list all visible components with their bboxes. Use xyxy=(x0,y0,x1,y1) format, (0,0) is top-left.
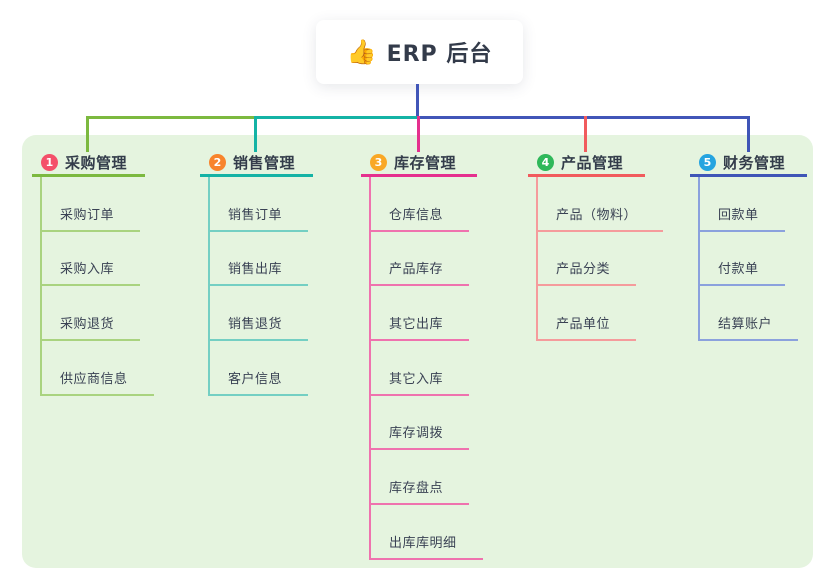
branch-children-inventory: 仓库信息 产品库存 其它出库 其它入库 库存调拨 库存盘点 出库库明细 xyxy=(369,177,483,560)
child-node[interactable]: 客户信息 xyxy=(210,341,309,396)
connector-bus-teal xyxy=(254,116,417,119)
mindmap-panel xyxy=(22,135,813,568)
child-node[interactable]: 采购入库 xyxy=(42,232,154,287)
child-label: 产品（物料） xyxy=(538,204,664,232)
branch-title: 销售管理 xyxy=(233,153,296,172)
child-node[interactable]: 产品分类 xyxy=(538,232,663,287)
branch-children-product: 产品（物料） 产品分类 产品单位 xyxy=(536,177,664,342)
child-node[interactable]: 结算账户 xyxy=(700,286,799,342)
branch-title: 库存管理 xyxy=(394,153,457,172)
connector-trunk xyxy=(416,84,419,118)
connector-drop-purchase xyxy=(86,116,89,152)
child-node[interactable]: 采购退货 xyxy=(42,286,154,342)
badge-number-3: 3 xyxy=(370,153,387,171)
child-label: 销售出库 xyxy=(210,258,309,287)
root-node-erp[interactable]: 👍 ERP 后台 xyxy=(316,20,523,84)
child-node[interactable]: 销售退货 xyxy=(210,286,309,342)
branch-children-finance: 回款单 付款单 结算账户 xyxy=(698,177,799,342)
child-label: 回款单 xyxy=(700,204,785,232)
child-label: 客户信息 xyxy=(210,368,309,396)
child-label: 库存调拨 xyxy=(371,422,470,451)
branch-node-purchase[interactable]: 1 采购管理 xyxy=(32,150,145,177)
connector-bus-green xyxy=(86,116,254,119)
child-label: 其它入库 xyxy=(371,368,470,396)
badge-number-2: 2 xyxy=(209,153,226,171)
child-label: 付款单 xyxy=(700,258,785,287)
branch-children-sales: 销售订单 销售出库 销售退货 客户信息 xyxy=(208,177,309,396)
connector-drop-product xyxy=(584,116,587,152)
child-node[interactable]: 销售出库 xyxy=(210,232,309,287)
child-node[interactable]: 回款单 xyxy=(700,177,798,232)
branch-node-finance[interactable]: 5 财务管理 xyxy=(690,150,807,177)
branch-children-purchase: 采购订单 采购入库 采购退货 供应商信息 xyxy=(40,177,154,396)
child-node[interactable]: 其它入库 xyxy=(371,341,483,396)
branch-title: 产品管理 xyxy=(561,153,624,172)
child-label: 结算账户 xyxy=(700,313,799,342)
child-node[interactable]: 库存调拨 xyxy=(371,396,483,451)
connector-drop-sales xyxy=(254,116,257,152)
branch-title: 采购管理 xyxy=(65,153,128,172)
child-node[interactable]: 付款单 xyxy=(700,232,798,287)
child-node[interactable]: 仓库信息 xyxy=(371,177,483,232)
branch-node-inventory[interactable]: 3 库存管理 xyxy=(361,150,477,177)
child-node[interactable]: 其它出库 xyxy=(371,286,483,342)
child-label: 供应商信息 xyxy=(42,368,154,396)
child-label: 采购退货 xyxy=(42,313,141,342)
child-label: 产品库存 xyxy=(371,258,470,287)
child-node[interactable]: 产品库存 xyxy=(371,232,483,287)
child-node[interactable]: 库存盘点 xyxy=(371,450,483,506)
child-node[interactable]: 销售订单 xyxy=(210,177,309,232)
child-label: 采购入库 xyxy=(42,258,141,287)
child-node[interactable]: 供应商信息 xyxy=(42,341,154,396)
child-label: 产品单位 xyxy=(538,313,637,342)
connector-drop-finance xyxy=(747,116,750,152)
child-label: 销售退货 xyxy=(210,313,309,342)
branch-node-product[interactable]: 4 产品管理 xyxy=(528,150,645,177)
badge-number-4: 4 xyxy=(537,153,554,171)
child-label: 产品分类 xyxy=(538,258,637,287)
child-node[interactable]: 产品（物料） xyxy=(538,177,664,232)
root-node-title: ERP 后台 xyxy=(386,42,493,67)
child-node[interactable]: 产品单位 xyxy=(538,286,663,342)
badge-number-1: 1 xyxy=(41,153,58,171)
connector-drop-inventory xyxy=(417,116,420,152)
thumbs-up-icon: 👍 xyxy=(346,38,377,66)
child-label: 出库库明细 xyxy=(371,532,483,560)
child-node[interactable]: 采购订单 xyxy=(42,177,154,232)
child-label: 库存盘点 xyxy=(371,477,470,506)
child-label: 其它出库 xyxy=(371,313,470,342)
branch-node-sales[interactable]: 2 销售管理 xyxy=(200,150,313,177)
connector-bus-blue xyxy=(417,116,750,119)
child-label: 销售订单 xyxy=(210,204,309,232)
child-node[interactable]: 出库库明细 xyxy=(371,505,483,560)
child-label: 仓库信息 xyxy=(371,204,470,232)
branch-title: 财务管理 xyxy=(723,153,786,172)
badge-number-5: 5 xyxy=(699,153,716,171)
child-label: 采购订单 xyxy=(42,204,141,232)
